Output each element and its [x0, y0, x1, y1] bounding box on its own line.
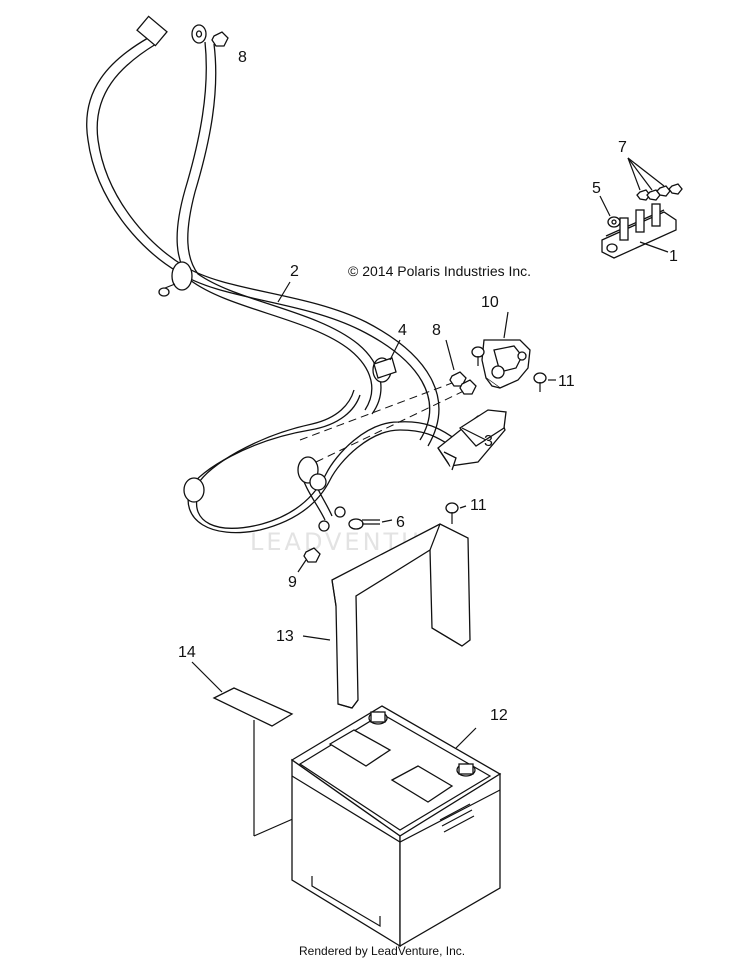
nut — [211, 31, 229, 47]
leader-line — [277, 281, 291, 303]
screw — [445, 502, 467, 524]
callout-8: 8 — [238, 49, 247, 66]
callout-8b: 8 — [432, 322, 441, 339]
callout-3: 3 — [484, 433, 493, 450]
battery-hold-down-bracket — [302, 523, 471, 709]
callout-1: 1 — [669, 248, 678, 265]
battery-cable-harness — [86, 15, 455, 534]
footer-text: Rendered by LeadVenture, Inc. — [299, 944, 465, 958]
callout-7: 7 — [618, 139, 627, 156]
callout-9: 9 — [288, 574, 297, 591]
alignment-lines — [299, 379, 471, 463]
cable-clip — [372, 339, 401, 383]
callout-2: 2 — [290, 263, 299, 280]
copyright-text: © 2014 Polaris Industries Inc. — [348, 263, 531, 279]
nut — [445, 339, 477, 395]
terminal-block — [601, 203, 677, 259]
callout-11: 11 — [558, 373, 575, 390]
callout-4: 4 — [398, 322, 407, 339]
nuts — [627, 157, 683, 201]
callout-12: 12 — [490, 707, 508, 724]
callout-11b: 11 — [470, 497, 487, 514]
callout-13: 13 — [276, 628, 294, 645]
nut — [297, 547, 321, 573]
screw — [471, 346, 556, 392]
callout-10: 10 — [481, 294, 499, 311]
washer — [599, 195, 621, 228]
callout-5: 5 — [592, 180, 601, 197]
relay-bracket — [481, 311, 531, 389]
battery — [290, 705, 502, 948]
cable-connector — [437, 409, 507, 471]
callout-14: 14 — [178, 644, 196, 661]
callout-6: 6 — [396, 514, 405, 531]
bolt — [318, 506, 393, 532]
